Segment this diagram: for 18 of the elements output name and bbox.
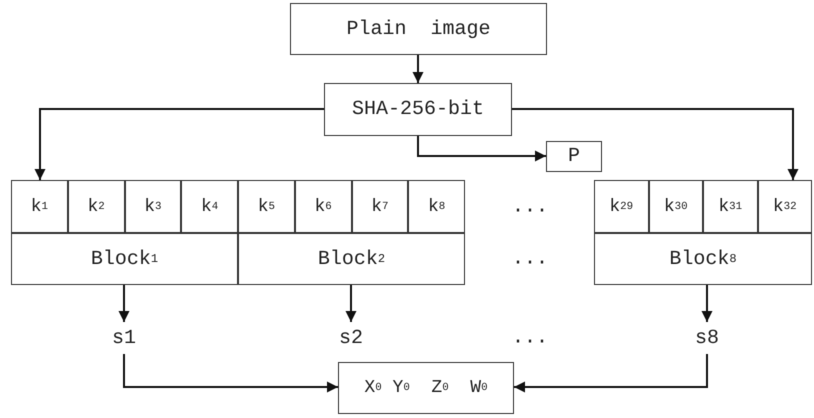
arrow bbox=[346, 285, 356, 322]
process-box: SHA-256-bit bbox=[324, 83, 512, 136]
process-box: Plain image bbox=[290, 3, 547, 55]
seed-label: s1 bbox=[104, 322, 144, 354]
arrow bbox=[514, 354, 708, 392]
arrow bbox=[412, 55, 424, 83]
arrow bbox=[512, 108, 798, 180]
arrow bbox=[417, 136, 546, 162]
ellipsis-label: ... bbox=[512, 326, 548, 350]
seed-label: s8 bbox=[687, 322, 727, 354]
ellipsis-label: ... bbox=[512, 248, 548, 270]
arrow bbox=[118, 285, 130, 322]
seed-label: s2 bbox=[331, 322, 371, 354]
arrow bbox=[123, 354, 338, 392]
output-box: P bbox=[546, 141, 602, 172]
ellipsis-label: ... bbox=[512, 196, 548, 218]
arrow bbox=[34, 108, 324, 180]
arrow bbox=[702, 285, 712, 322]
